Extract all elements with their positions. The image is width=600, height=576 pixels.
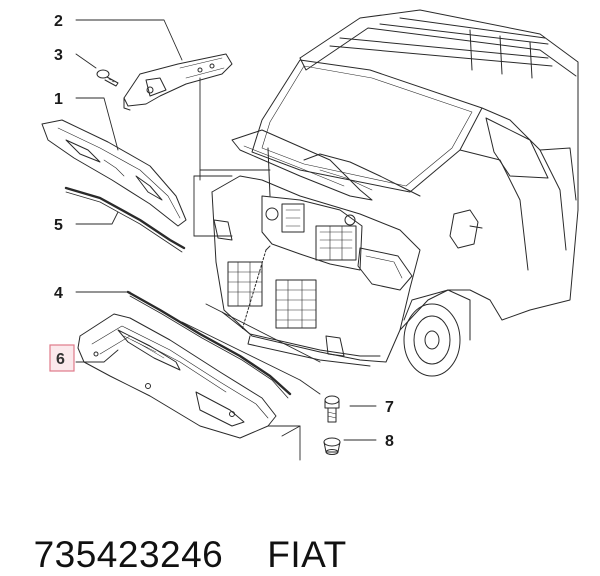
part-8-clip — [323, 437, 341, 455]
part-6-cowl-grille — [77, 313, 277, 439]
callout-6: 6 — [56, 351, 65, 368]
part-7-screw — [324, 395, 340, 423]
callout-6-highlight — [49, 344, 75, 372]
part-number: 735423246 — [33, 534, 224, 575]
callout-1: 1 — [54, 91, 63, 108]
part-1-cowl-panel — [41, 119, 187, 227]
callout-4: 4 — [54, 285, 63, 302]
van-illustration — [211, 9, 579, 377]
callout-2: 2 — [54, 13, 63, 30]
callout-3: 3 — [54, 47, 63, 64]
callout-labels: 2 3 1 5 4 6 7 8 — [49, 13, 394, 450]
brand-name: FIAT — [267, 534, 347, 575]
leader-lines — [75, 19, 377, 461]
part-2-hinge-bracket — [123, 53, 233, 111]
callout-8: 8 — [385, 433, 394, 450]
part-3-bolt — [96, 69, 119, 87]
callout-7: 7 — [385, 399, 394, 416]
part-5-seal — [64, 186, 186, 253]
caption: 735423246 FIAT — [12, 492, 347, 576]
part-4-seal-strip — [126, 290, 292, 399]
callout-5: 5 — [54, 217, 63, 234]
exploded-parts-diagram: 2 3 1 5 4 6 7 8 — [41, 9, 579, 461]
